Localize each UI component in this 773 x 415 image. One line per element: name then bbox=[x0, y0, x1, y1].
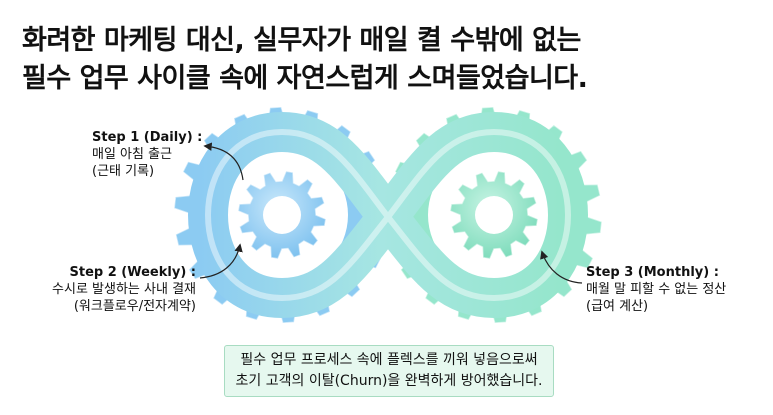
left-inner-gear bbox=[237, 170, 327, 260]
step-3-line-2: (급여 계산) bbox=[586, 299, 649, 314]
infinity-band bbox=[188, 112, 588, 318]
step-1-line-2: (근태 기록) bbox=[92, 164, 155, 179]
step-3-title: Step 3 (Monthly) : bbox=[586, 265, 719, 280]
headline: 화려한 마케팅 대신, 실무자가 매일 켤 수밖에 없는 필수 업무 사이클 속… bbox=[22, 22, 757, 98]
step-3-arrow bbox=[540, 250, 583, 284]
step-1-line-1: 매일 아침 출근 bbox=[92, 147, 173, 162]
step-1-arrow bbox=[203, 142, 244, 181]
step-2-arrow bbox=[199, 243, 243, 279]
step-2-label: Step 2 (Weekly) : 수시로 발생하는 사내 결재 (워크플로우/… bbox=[46, 264, 196, 315]
step-2-title: Step 2 (Weekly) : bbox=[69, 265, 197, 280]
callout-line-2: 초기 고객의 이탈(Churn)을 완벽하게 방어했습니다. bbox=[235, 373, 543, 389]
infinity-band-highlight bbox=[204, 128, 572, 302]
gear-left-hub bbox=[263, 196, 301, 234]
headline-line-2: 필수 업무 사이클 속에 자연스럽게 스며들었습니다. bbox=[22, 63, 588, 94]
step-1-label: Step 1 (Daily) : 매일 아침 출근 (근태 기록) bbox=[92, 129, 202, 180]
headline-line-1: 화려한 마케팅 대신, 실무자가 매일 켤 수밖에 없는 bbox=[22, 25, 581, 56]
callout-box: 필수 업무 프로세스 속에 플렉스를 끼워 넣음으로써 초기 고객의 이탈(Ch… bbox=[224, 345, 554, 397]
right-inner-gear bbox=[449, 170, 539, 260]
step-1-title: Step 1 (Daily) : bbox=[92, 130, 203, 145]
gear-right-hub bbox=[475, 196, 513, 234]
step-2-line-2: (워크플로우/전자계약) bbox=[73, 299, 196, 314]
step-3-label: Step 3 (Monthly) : 매월 말 피할 수 없는 정산 (급여 계… bbox=[586, 264, 726, 315]
step-3-line-1: 매월 말 피할 수 없는 정산 bbox=[586, 282, 727, 297]
step-2-line-1: 수시로 발생하는 사내 결재 bbox=[52, 282, 196, 297]
callout-line-1: 필수 업무 프로세스 속에 플렉스를 끼워 넣음으로써 bbox=[240, 352, 538, 368]
